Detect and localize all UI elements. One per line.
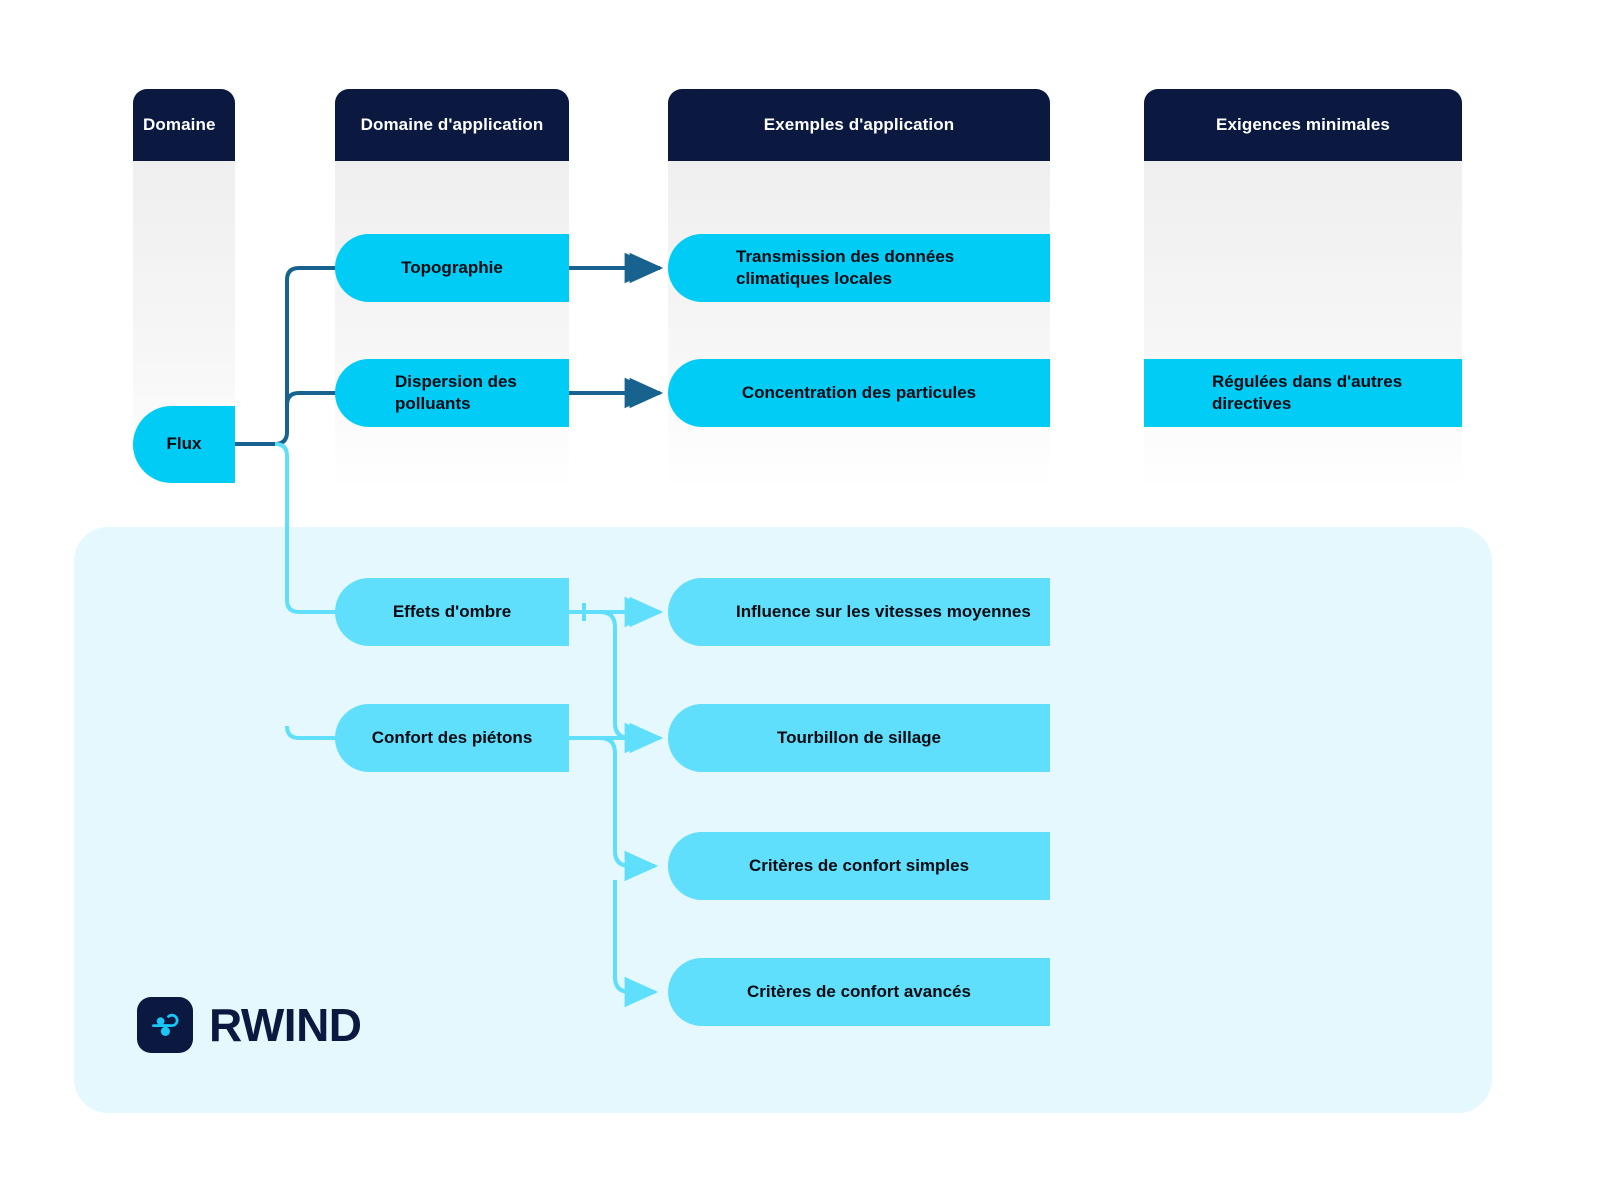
column-header-label: Exemples d'application bbox=[763, 115, 955, 134]
node-label: Influence sur les vitesses moyennes bbox=[736, 601, 1031, 621]
node-label: Confort des piétons bbox=[371, 727, 533, 747]
column-header-label: Domaine bbox=[143, 115, 216, 134]
node-tourbillon-de-sillage[interactable]: Tourbillon de sillage bbox=[668, 704, 1050, 772]
column-header-domaine-application: Domaine d'application bbox=[335, 89, 569, 161]
node-label: Dispersion des polluants bbox=[395, 371, 517, 413]
node-dispersion-des-polluants[interactable]: Dispersion des polluants bbox=[335, 359, 569, 427]
node-transmission-donnees-climatiques[interactable]: Transmission des données climatiques loc… bbox=[668, 234, 1050, 302]
connector-topographie-to-transmission bbox=[564, 252, 659, 284]
node-topographie[interactable]: Topographie bbox=[335, 234, 569, 302]
node-label: Topographie bbox=[401, 257, 503, 277]
column-body-exemples-application bbox=[668, 160, 1050, 490]
node-label: Critères de confort avancés bbox=[747, 981, 971, 1001]
node-criteres-confort-simples[interactable]: Critères de confort simples bbox=[668, 832, 1050, 900]
node-effets-dombre[interactable]: Effets d'ombre bbox=[335, 578, 569, 646]
node-confort-des-pietons[interactable]: Confort des piétons bbox=[335, 704, 569, 772]
column-body-exigences-minimales bbox=[1144, 160, 1462, 490]
column-body-domaine-application bbox=[335, 160, 569, 490]
node-influence-vitesses-moyennes[interactable]: Influence sur les vitesses moyennes bbox=[668, 578, 1050, 646]
node-label: Effets d'ombre bbox=[392, 601, 512, 621]
node-label: Flux bbox=[166, 434, 202, 454]
connector-dispersion-to-concentration bbox=[564, 377, 659, 409]
node-label: Régulées dans d'autres directives bbox=[1212, 371, 1403, 413]
node-criteres-confort-avances[interactable]: Critères de confort avancés bbox=[668, 958, 1050, 1026]
wind-swirl-icon bbox=[137, 997, 193, 1053]
rwind-wordmark: RWIND bbox=[209, 999, 362, 1051]
column-header-exigences-minimales: Exigences minimales bbox=[1144, 89, 1462, 161]
node-label: Concentration des particules bbox=[741, 382, 977, 402]
node-concentration-des-particules[interactable]: Concentration des particules bbox=[668, 359, 1050, 427]
node-flux[interactable]: Flux bbox=[133, 406, 235, 483]
column-header-label: Domaine d'application bbox=[360, 115, 544, 134]
node-label: Critères de confort simples bbox=[748, 855, 970, 875]
column-header-exemples-application: Exemples d'application bbox=[668, 89, 1050, 161]
node-label: Tourbillon de sillage bbox=[776, 727, 942, 747]
node-label: Transmission des données climatiques loc… bbox=[736, 246, 955, 288]
column-header-domaine: Domaine bbox=[133, 89, 235, 161]
rwind-logo: RWIND bbox=[137, 997, 362, 1053]
column-header-label: Exigences minimales bbox=[1216, 115, 1390, 134]
node-regulees-autres-directives[interactable]: Régulées dans d'autres directives bbox=[1144, 359, 1462, 427]
